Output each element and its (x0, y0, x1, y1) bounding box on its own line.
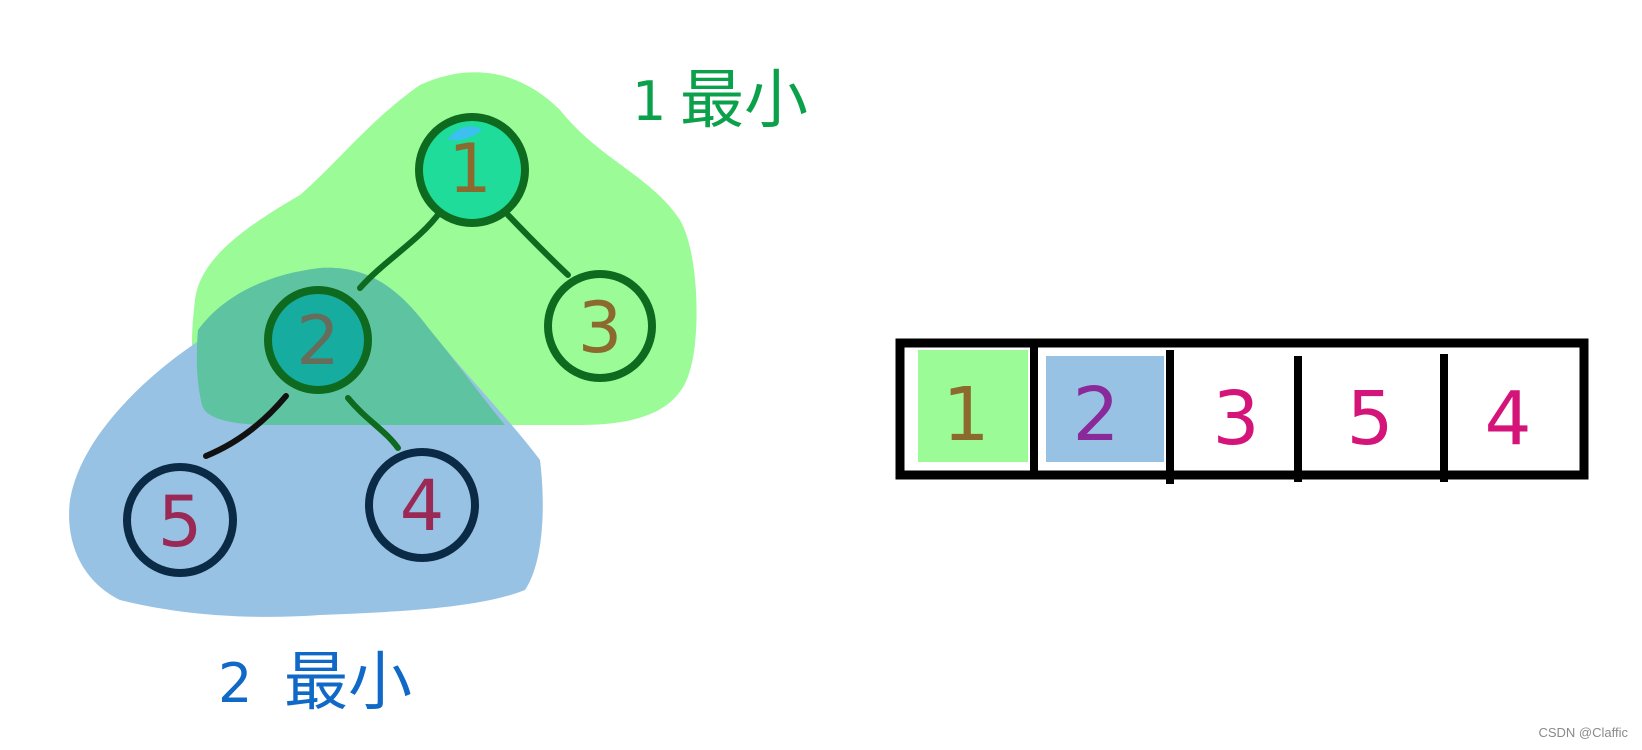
annotation-bottom: 2 最小 (218, 646, 412, 720)
tree-node-1: 1 (415, 113, 529, 227)
array-cell-1-highlight (918, 350, 1028, 462)
edge-2-4 (345, 395, 401, 451)
heap-array: 1 2 3 5 4 (895, 338, 1589, 484)
edge-2-5 (203, 393, 289, 459)
annotation-text: 最小 (284, 646, 412, 720)
tree-edges (203, 209, 571, 459)
array-cell-5: 4 (1484, 376, 1531, 462)
node-label: 1 (448, 130, 491, 209)
node-circle (544, 270, 656, 382)
array-frame (895, 338, 1589, 480)
array-cell-2: 2 (1072, 372, 1119, 458)
node-circle (123, 463, 237, 577)
array-cell-3: 3 (1212, 376, 1259, 462)
node-label: 4 (400, 465, 445, 547)
node-circle (264, 286, 372, 394)
node-label: 2 (296, 302, 339, 381)
array-cell-4: 5 (1346, 376, 1393, 462)
annotation-number: 2 (218, 652, 252, 715)
node-circle (415, 113, 529, 227)
node-circle (365, 448, 479, 562)
tree-node-2: 2 (264, 286, 372, 394)
tree-node-3: 3 (544, 270, 656, 382)
node-label: 5 (158, 481, 203, 563)
array-cell-1: 1 (942, 372, 989, 458)
annotation-number: 1 (632, 70, 666, 133)
node-highlight-mark (448, 126, 482, 141)
node-label: 3 (578, 287, 623, 369)
tree-node-4: 4 (365, 448, 479, 562)
tree-node-5: 5 (123, 463, 237, 577)
edge-1-3 (505, 212, 571, 278)
edge-1-2 (357, 209, 443, 291)
array-cell-2-highlight (1046, 356, 1164, 462)
annotation-text: 最小 (680, 64, 808, 138)
watermark: CSDN @Claffic (1538, 725, 1628, 740)
annotation-top: 1 最小 (632, 64, 808, 138)
